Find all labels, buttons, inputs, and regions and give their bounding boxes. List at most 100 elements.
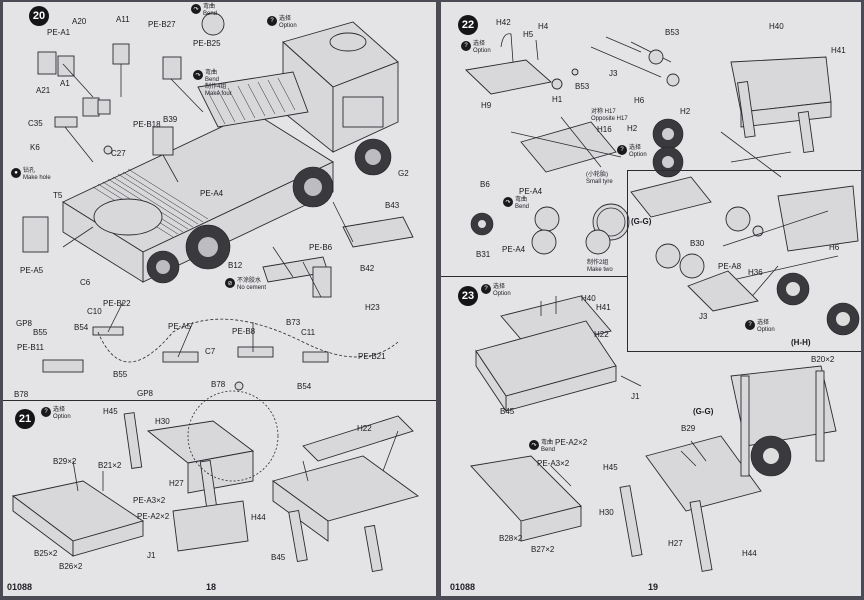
part-label: PE-A5	[168, 322, 192, 331]
part-label: H22	[357, 424, 372, 433]
part-label: GP8	[16, 319, 33, 328]
part-label: K6	[30, 143, 40, 152]
step-22-panel: 22 ? 选择 Option 对称 H17 Opposite H17 ? 选择 …	[441, 2, 861, 347]
part-label: H27	[668, 539, 683, 548]
detail-h-h-illustration	[655, 185, 860, 336]
part-label: PE-A5	[20, 266, 44, 275]
step-21-illustration	[11, 390, 420, 573]
part-label: B12	[228, 261, 243, 270]
step-20-illustration	[22, 12, 414, 391]
part-label: B25×2	[34, 549, 58, 558]
part-label: H27	[169, 479, 184, 488]
opposite-callout: 对称 H17 Opposite H17	[591, 109, 628, 122]
option-callout: ? 选择 Option	[617, 145, 647, 159]
bend-icon: ↷	[503, 197, 513, 207]
part-label: B29	[681, 424, 696, 433]
part-label: H4	[538, 22, 549, 31]
question-icon: ?	[41, 407, 51, 417]
bend-icon: ↷	[529, 440, 539, 450]
step-divider	[3, 400, 436, 401]
page-number: 18	[206, 582, 217, 592]
instruction-page-left: 20	[3, 2, 436, 596]
part-label: PE-B8	[232, 327, 256, 336]
part-label: B39	[163, 115, 178, 124]
part-label: H5	[523, 30, 534, 39]
part-label: A11	[116, 15, 130, 24]
step-23-illustration	[470, 295, 837, 572]
part-label: H9	[481, 101, 492, 110]
option-callout: ? 选择 Option	[41, 407, 71, 421]
part-label: H23	[365, 303, 380, 312]
question-icon: ?	[481, 284, 491, 294]
step-number-badge: 21	[15, 409, 35, 429]
bend-icon: ↷	[191, 4, 201, 14]
step-divider	[441, 276, 627, 277]
part-label: H2	[680, 107, 691, 116]
part-label: H16	[597, 125, 612, 134]
option-callout: ? 选择 Option	[267, 16, 297, 30]
make-hole-callout: ● 钻孔 Make hole	[11, 168, 51, 182]
product-code: 01088	[7, 582, 33, 592]
part-label: PE-B22	[103, 299, 131, 308]
small-tyre-callout: (小轮胎) Small tyre	[586, 172, 613, 185]
part-label: B55	[113, 370, 128, 379]
part-label: PE-B11	[17, 343, 44, 352]
part-label: B78	[211, 380, 226, 389]
part-label: B31	[476, 250, 491, 259]
option-callout: ? 选择 Option	[481, 284, 511, 298]
instruction-page-right: 22 ? 选择 Option 对称 H17 Opposite H17 ? 选择 …	[441, 2, 861, 596]
part-label: PE-A2×2	[555, 438, 588, 447]
part-label: PE-B25	[193, 39, 221, 48]
step-22-illustration	[465, 33, 832, 255]
step-number-badge: 20	[29, 6, 49, 26]
detail-box-h-h	[627, 170, 861, 352]
part-label: H30	[155, 417, 170, 426]
part-label: J3	[699, 312, 708, 321]
part-label: A20	[72, 17, 87, 26]
bend-callout: ↷ 弯曲 Bend	[191, 4, 217, 18]
part-label: PE-A3×2	[133, 496, 166, 505]
question-icon: ?	[461, 41, 471, 51]
part-label: B30	[690, 239, 705, 248]
step-20-panel: 20	[3, 2, 436, 400]
part-label: B42	[360, 264, 375, 273]
part-label: B54	[74, 323, 89, 332]
part-label: B27×2	[531, 545, 555, 554]
part-label: PE-A4	[502, 245, 526, 254]
part-label: C7	[205, 347, 216, 356]
page-number: 19	[648, 582, 659, 592]
step-number-badge: 22	[458, 15, 478, 35]
part-label: H22	[594, 330, 609, 339]
bend-icon: ↷	[193, 70, 203, 80]
part-label: H44	[742, 549, 757, 558]
part-label: H45	[603, 463, 618, 472]
part-label: PE-A1	[47, 28, 71, 37]
part-label: B29×2	[53, 457, 77, 466]
bend-make-four-callout: ↷ 弯曲 Bend 制作4组 Make four	[193, 70, 232, 98]
step-23-panel: 23 ? 选择 Option ↷ 弯曲 Bend	[441, 276, 861, 576]
part-label: PE-B21	[358, 352, 386, 361]
part-label: H42	[496, 18, 511, 27]
part-label: H6	[634, 96, 645, 105]
question-icon: ?	[617, 145, 627, 155]
part-label: GP8	[137, 389, 154, 398]
part-label: J1	[631, 392, 640, 401]
part-label: B55	[33, 328, 48, 337]
part-label: PE-B18	[133, 120, 161, 129]
part-label: B73	[286, 318, 301, 327]
part-label: B53	[665, 28, 680, 37]
part-label: H40	[581, 294, 596, 303]
part-label: C10	[87, 307, 102, 316]
detail-label: (H-H)	[791, 338, 811, 347]
part-label: H41	[831, 46, 846, 55]
detail-label: (G-G)	[693, 407, 714, 416]
part-label: C35	[28, 119, 43, 128]
option-callout: ? 选择 Option	[745, 320, 775, 334]
detail-label: (G-G)	[631, 217, 652, 226]
step-21-panel: 21 ? 选择 Option H45 H30 B29×2 B21×2 H27	[3, 390, 436, 579]
no-cement-icon: ⊘	[225, 278, 235, 288]
part-label: B21×2	[98, 461, 122, 470]
part-label: C11	[301, 328, 316, 337]
part-label: B26×2	[59, 562, 83, 571]
part-label: H6	[829, 243, 840, 252]
